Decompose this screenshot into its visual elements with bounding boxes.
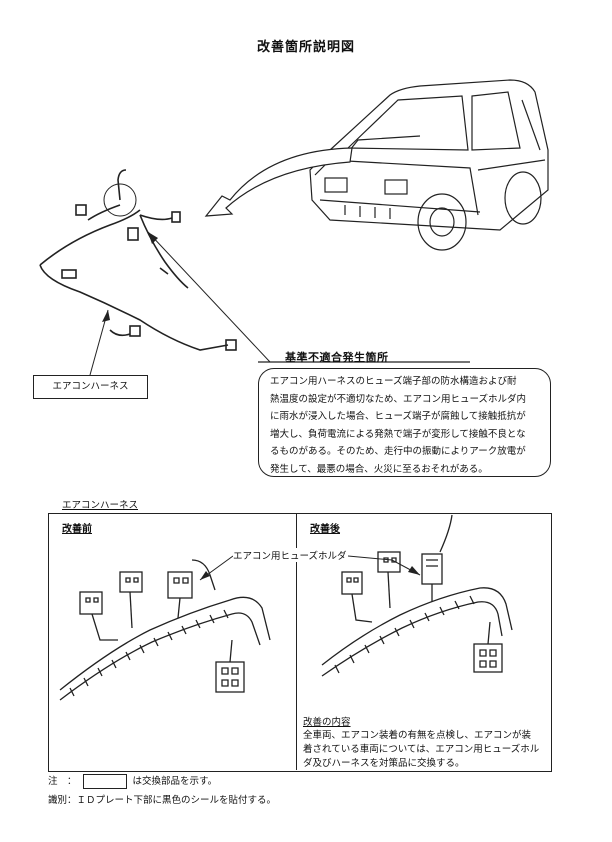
defect-line: 発生して、最悪の場合、火災に至るおそれがある。 — [270, 463, 488, 475]
page-title: 改善箇所説明図 — [256, 40, 355, 55]
before-harness-drawing — [59, 559, 271, 701]
comparison-frame — [48, 513, 552, 772]
comparison-heading: エアコンハーネス — [62, 500, 139, 511]
harness-overview — [39, 169, 237, 351]
improvement-text: 全車両、エアコン装着の有無を点検し、エアコンが装 着されている車両については、エ… — [303, 729, 548, 771]
defect-leader — [147, 231, 271, 363]
defect-line: 増大し、負荷電流による発熱で端子が変形して接触不良とな — [270, 428, 526, 440]
improvement-line: 全車両、エアコン装着の有無を点検し、エアコンが装 — [303, 730, 532, 741]
after-harness-drawing — [321, 514, 513, 677]
improvement-line: 着されている車両については、エアコン用ヒューズホル — [303, 744, 540, 755]
improvement-line: ダ及びハーネスを対策品に交換する。 — [303, 758, 465, 769]
defect-box — [258, 368, 551, 477]
after-label: 改善後 — [310, 524, 340, 535]
comparison-divider — [296, 513, 297, 770]
defect-line: るものがある。そのため、走行中の振動によりアーク放電が — [270, 446, 526, 457]
defect-title: 基準不適合発生箇所 — [285, 351, 389, 364]
defect-line: に雨水が浸入した場合、ヒューズ端子が腐蝕して接触抵抗が — [270, 411, 526, 422]
locator-arrow — [204, 147, 353, 217]
note-prefix: 注 ： — [48, 776, 77, 787]
defect-line: 熱温度の設定が不適切なため、エアコン用ヒューズホルダ内 — [270, 393, 527, 405]
replacement-part-swatch — [82, 774, 127, 789]
identification-note: 識別：ＩＤプレート下部に黒色のシールを貼付する。 — [48, 795, 277, 806]
note-suffix: は交換部品を示す。 — [132, 776, 218, 787]
vehicle-illustration — [309, 79, 549, 251]
fuse-holder-callout: エアコン用ヒューズホルダ — [233, 548, 347, 562]
defect-line: エアコン用ハーネスのヒューズ端子部の防水構造および耐 — [270, 376, 517, 387]
before-label: 改善前 — [62, 524, 92, 535]
defect-text: エアコン用ハーネスのヒューズ端子部の防水構造および耐 熱温度の設定が不適切なため… — [270, 373, 548, 478]
harness-label: エアコンハーネス — [33, 375, 148, 399]
improvement-heading: 改善の内容 — [303, 717, 351, 728]
note: 注 ： は交換部品を示す。 — [48, 773, 217, 789]
